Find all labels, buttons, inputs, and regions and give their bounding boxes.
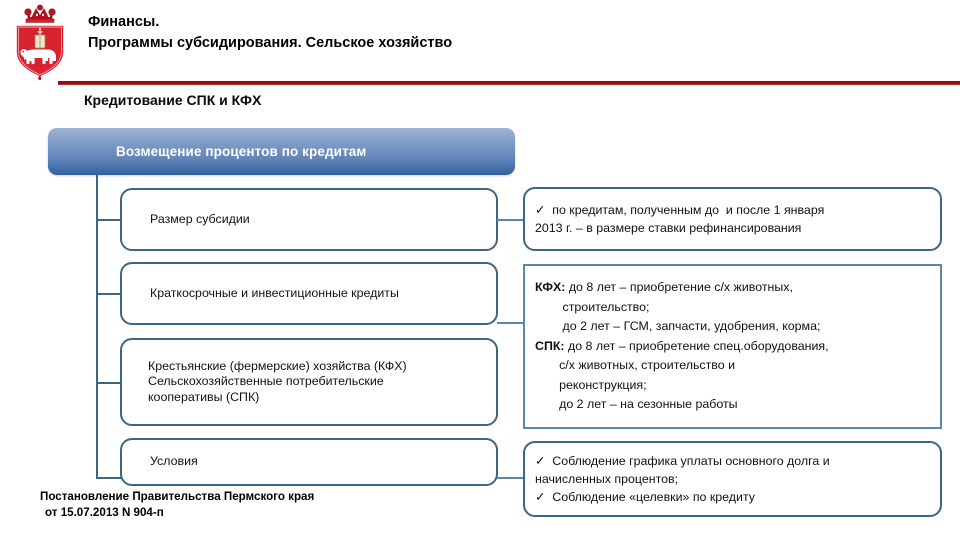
trunk-vertical-line <box>96 175 98 478</box>
left-node-4-label: Условия <box>150 454 198 469</box>
right-node-2-line-4: СПК: до 8 лет – приобретение спец.оборуд… <box>535 337 928 357</box>
right-node-2-line-1-rest: до 8 лет – приобретение с/х животных, <box>565 280 793 295</box>
right-node-4-line-2: начисленных процентов; <box>535 472 679 486</box>
bridge-line-row-1 <box>497 219 525 221</box>
branch-line-row-3 <box>96 382 122 384</box>
header-divider-shadow <box>58 84 960 85</box>
right-node-2[interactable]: КФХ: до 8 лет – приобретение с/х животны… <box>523 264 942 429</box>
right-node-2-prefix-spk: СПК: <box>535 338 565 353</box>
right-node-2-line-4-rest: до 8 лет – приобретение спец.оборудовани… <box>564 338 829 353</box>
bridge-line-row-2 <box>497 322 525 324</box>
left-node-3-label: Крестьянские (фермерские) хозяйства (КФХ… <box>148 358 407 404</box>
perm-krai-coat-of-arms-icon <box>8 4 72 82</box>
left-node-1-label: Размер субсидии <box>150 211 250 226</box>
bridge-line-row-4 <box>497 477 525 479</box>
right-node-1[interactable]: ✓ по кредитам, полученным до и после 1 я… <box>523 187 942 251</box>
right-node-2-line-5: с/х животных, строительство и <box>535 358 735 373</box>
right-node-4-line-3: ✓ Соблюдение «целевки» по кредиту <box>535 490 755 504</box>
branch-line-row-2 <box>96 293 122 295</box>
footer-line-2: от 15.07.2013 N 904-п <box>45 506 164 519</box>
right-node-4-text: ✓ Соблюдение графика уплаты основного до… <box>525 452 940 506</box>
right-node-2-line-7: до 2 лет – на сезонные работы <box>535 397 738 412</box>
branch-line-row-4 <box>96 477 122 479</box>
header-line-1: Финансы. <box>88 14 160 30</box>
right-node-2-line-6: реконструкция; <box>535 377 647 392</box>
right-node-2-text: КФХ: до 8 лет – приобретение с/х животны… <box>525 278 940 415</box>
header-divider <box>58 81 960 84</box>
footer-line-1: Постановление Правительства Пермского кр… <box>40 490 315 503</box>
right-node-2-line-3: до 2 лет – ГСМ, запчасти, удобрения, кор… <box>535 319 821 334</box>
right-node-1-text: ✓ по кредитам, полученным до и после 1 я… <box>525 201 940 237</box>
right-node-4[interactable]: ✓ Соблюдение графика уплаты основного до… <box>523 441 942 517</box>
right-node-1-line-2: 2013 г. – в размере ставки рефинансирова… <box>535 221 802 235</box>
right-node-2-line-1: КФХ: до 8 лет – приобретение с/х животны… <box>535 278 928 298</box>
left-node-4[interactable]: Условия <box>120 438 498 486</box>
left-node-3[interactable]: Крестьянские (фермерские) хозяйства (КФХ… <box>120 338 498 426</box>
diagram-root-label: Возмещение процентов по кредитам <box>116 144 367 159</box>
right-node-1-line-1: ✓ по кредитам, полученным до и после 1 я… <box>535 203 825 217</box>
page-title: Кредитование СПК и КФХ <box>84 92 262 108</box>
header-line-2: Программы субсидирования. Сельское хозяй… <box>88 35 453 51</box>
right-node-2-prefix-kfh: КФХ: <box>535 280 566 295</box>
left-node-2[interactable]: Краткосрочные и инвестиционные кредиты <box>120 262 498 325</box>
header-title-block: Финансы. Программы субсидирования. Сельс… <box>88 12 728 54</box>
footer-source-note: Постановление Правительства Пермского кр… <box>40 489 314 521</box>
right-node-2-line-2: строительство; <box>535 299 650 314</box>
right-node-4-line-1: ✓ Соблюдение графика уплаты основного до… <box>535 454 830 468</box>
branch-line-row-1 <box>96 219 122 221</box>
left-node-1[interactable]: Размер субсидии <box>120 188 498 251</box>
left-node-2-label: Краткосрочные и инвестиционные кредиты <box>150 285 399 300</box>
diagram-root-node[interactable]: Возмещение процентов по кредитам <box>48 128 515 175</box>
